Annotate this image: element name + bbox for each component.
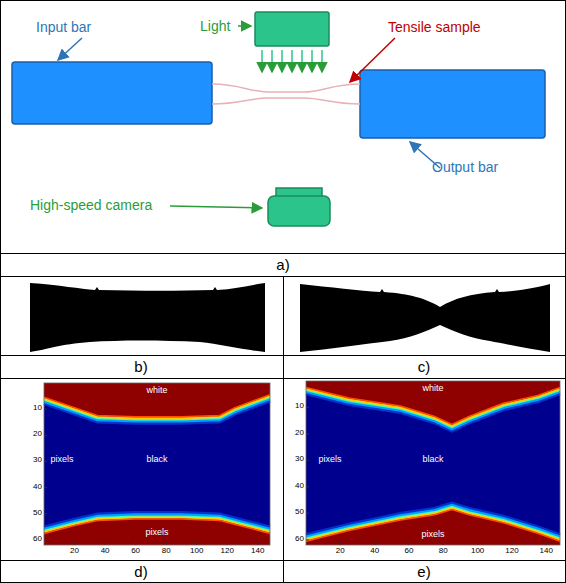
- edge-band: [306, 389, 560, 426]
- tick: [44, 513, 47, 514]
- tick: [257, 542, 258, 545]
- tick: [135, 542, 136, 545]
- region-label: pixels: [145, 528, 168, 538]
- axis-tick-label: 30: [295, 455, 304, 464]
- axis-tick-label: 40: [295, 482, 304, 491]
- axis-tick-label: 50: [295, 508, 304, 517]
- tick: [105, 542, 106, 545]
- edge-band: [306, 508, 560, 540]
- region-label: pixels: [318, 455, 341, 465]
- edge-band: [306, 390, 560, 427]
- tick: [408, 542, 409, 545]
- tick: [306, 433, 309, 434]
- panel-caption: a): [276, 257, 289, 274]
- tick: [44, 461, 47, 462]
- axis-tick-label: 100: [471, 547, 484, 556]
- axis-tick-label: 40: [370, 547, 379, 556]
- tick: [340, 542, 341, 545]
- tick: [546, 542, 547, 545]
- tick: [44, 487, 47, 488]
- axis-tick-label: 20: [336, 547, 345, 556]
- axis-tick-label: 10: [295, 402, 304, 411]
- axis-tick-label: 100: [190, 547, 203, 556]
- panel-caption: c): [418, 359, 431, 376]
- axis-tick-label: 40: [33, 483, 42, 492]
- edge-band: [306, 510, 560, 542]
- axis-tick-label: 120: [221, 547, 234, 556]
- axis-tick-label: 60: [295, 535, 304, 544]
- tick: [306, 539, 309, 540]
- tick: [306, 460, 309, 461]
- panel-caption: e): [417, 564, 430, 581]
- axis-tick-label: 20: [33, 430, 42, 439]
- sample-silhouette: [30, 283, 550, 352]
- axis-tick-label: 10: [33, 404, 42, 413]
- axis-tick-label: 60: [33, 535, 42, 544]
- axis-tick-label: 60: [405, 547, 414, 556]
- axis-tick-label: 20: [70, 547, 79, 556]
- panel-caption: d): [134, 564, 147, 581]
- tick: [74, 542, 75, 545]
- axis-tick-label: 120: [505, 547, 518, 556]
- panel-caption: b): [134, 359, 147, 376]
- tick: [196, 542, 197, 545]
- tick: [227, 542, 228, 545]
- axis-tick-label: 20: [295, 429, 304, 438]
- part-label: High-speed camera: [30, 198, 152, 213]
- tick: [166, 542, 167, 545]
- axis-tick-label: 30: [33, 456, 42, 465]
- region-label: pixels: [421, 530, 444, 540]
- region-label: pixels: [50, 455, 73, 465]
- part-label: Input bar: [36, 20, 91, 35]
- part-label: Light: [200, 19, 230, 34]
- part-label: Tensile sample: [388, 20, 481, 35]
- colormap-plot: [306, 381, 560, 545]
- region-label: black: [422, 455, 443, 465]
- tick: [306, 407, 309, 408]
- plot-axes: [44, 383, 270, 545]
- region-label: black: [146, 455, 167, 465]
- part-label: Output bar: [432, 160, 498, 175]
- axis-tick-label: 60: [131, 547, 140, 556]
- region-label: white: [422, 384, 443, 394]
- tick: [306, 513, 309, 514]
- axis-tick-label: 80: [439, 547, 448, 556]
- axis-tick-label: 50: [33, 509, 42, 518]
- tick: [44, 409, 47, 410]
- colormap-plot: [44, 383, 270, 545]
- plot-axes: [306, 381, 560, 545]
- tick: [44, 435, 47, 436]
- tick: [374, 542, 375, 545]
- tick: [477, 542, 478, 545]
- axis-tick-label: 140: [540, 547, 553, 556]
- tick: [511, 542, 512, 545]
- edge-band: [44, 395, 270, 417]
- axis-tick-label: 140: [251, 547, 264, 556]
- region-label: white: [146, 386, 167, 396]
- tick: [306, 486, 309, 487]
- tick: [443, 542, 444, 545]
- tick: [44, 539, 47, 540]
- setup-sketch: [12, 12, 545, 226]
- axis-tick-label: 80: [162, 547, 171, 556]
- axis-tick-label: 40: [101, 547, 110, 556]
